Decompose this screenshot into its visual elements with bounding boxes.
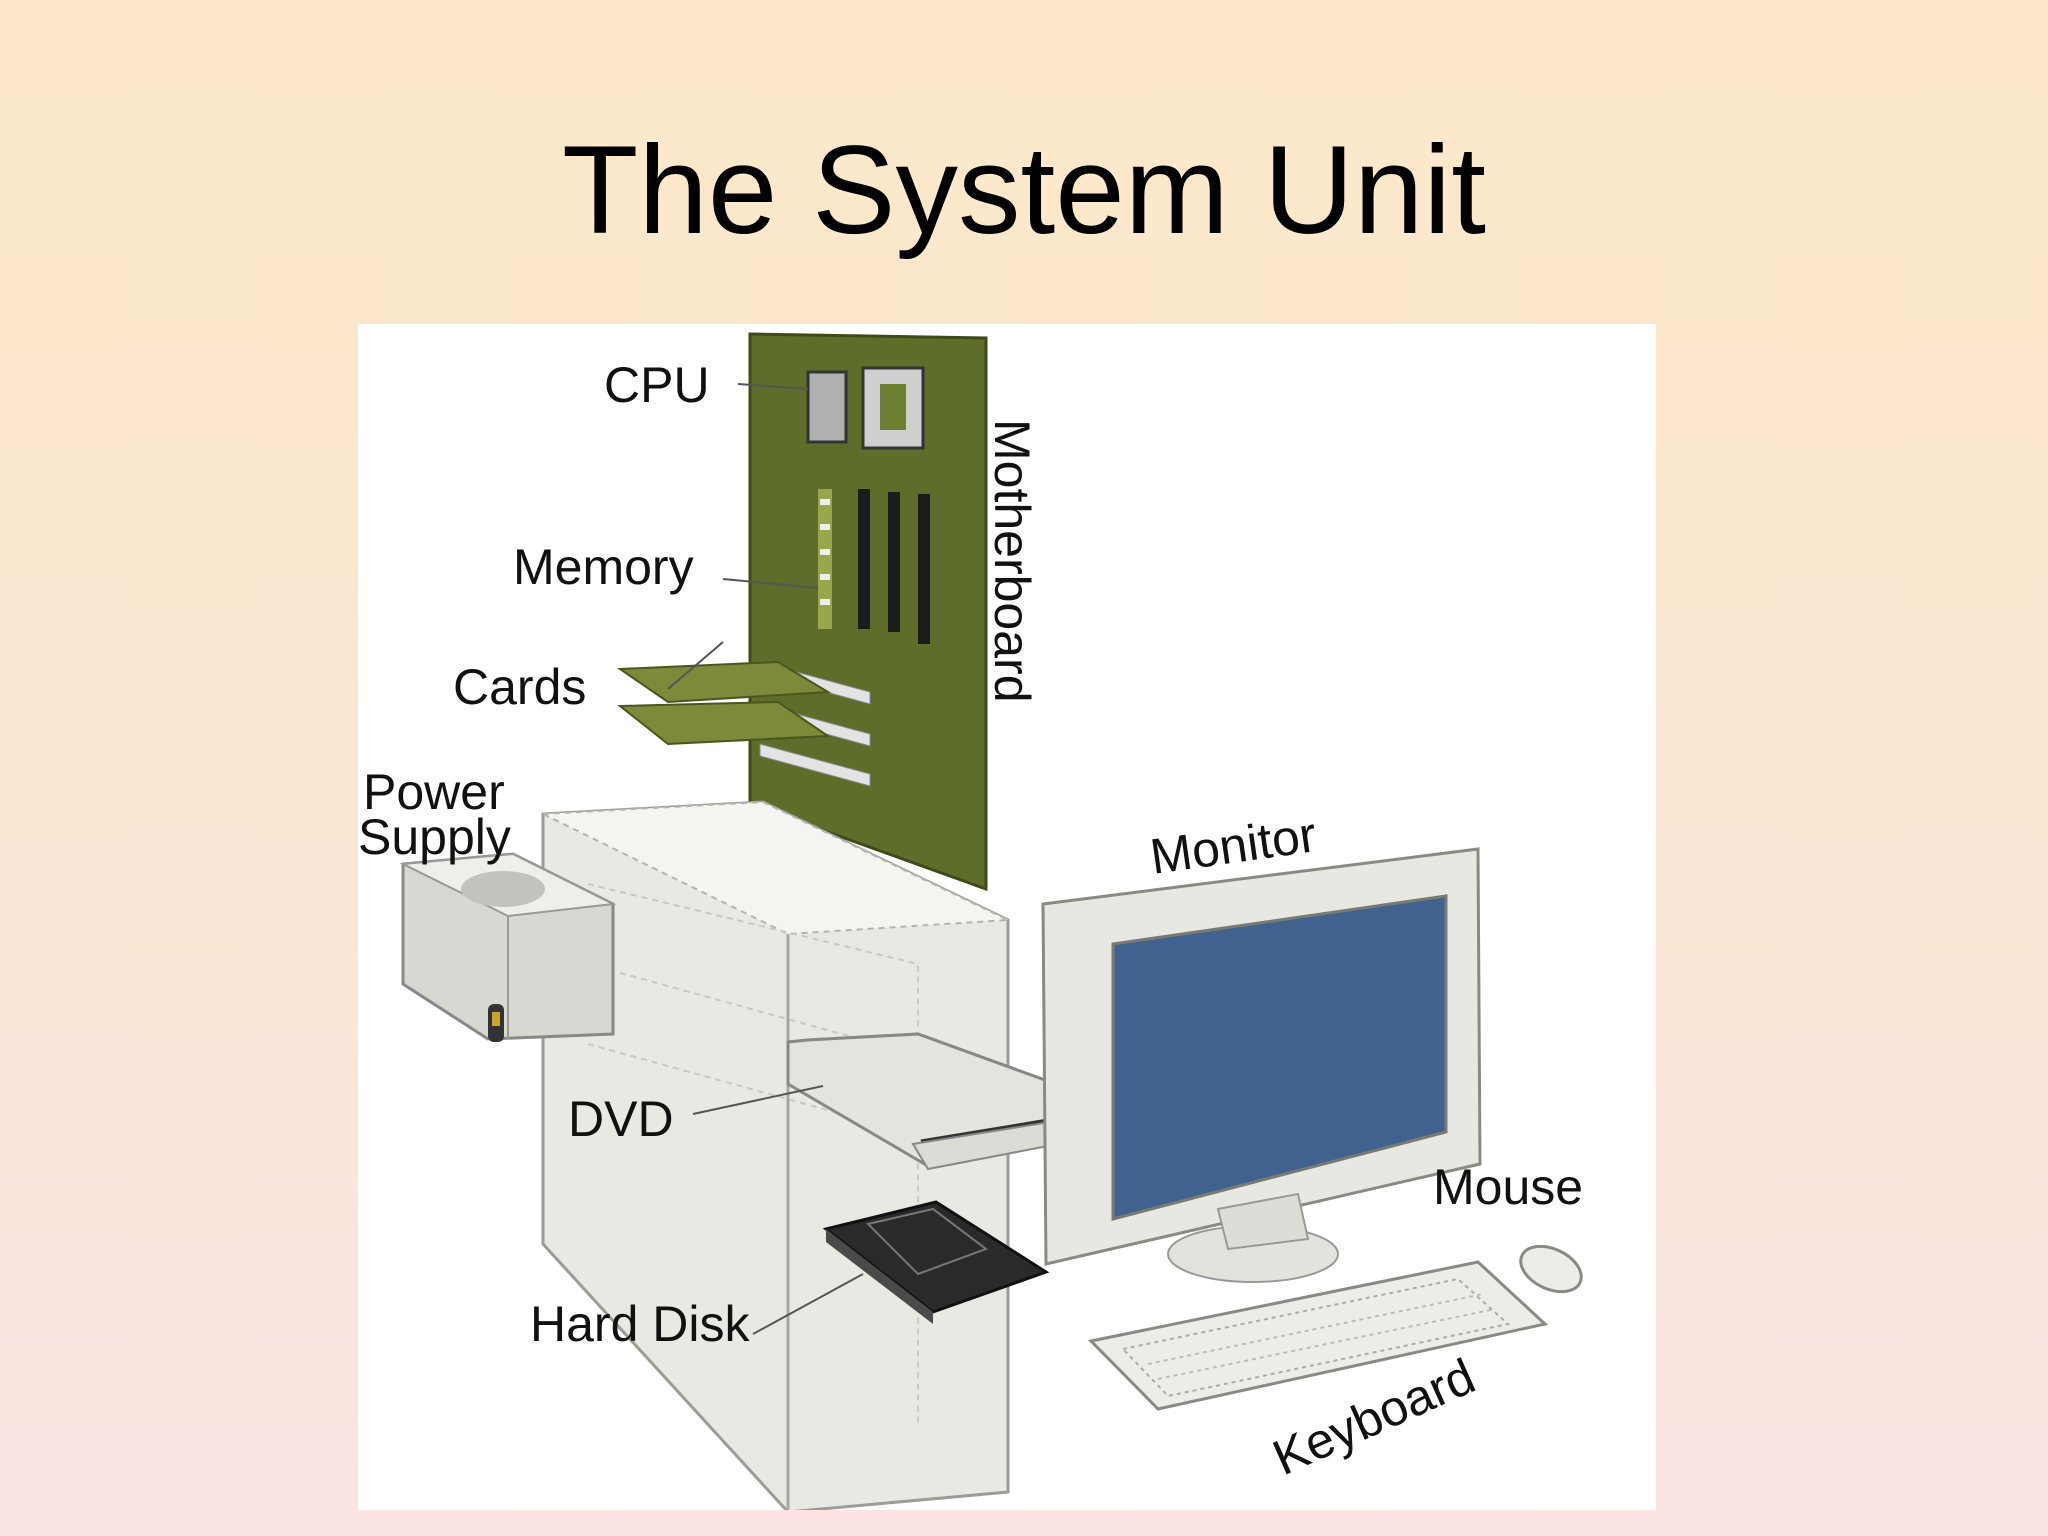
system-case [539, 800, 1012, 1510]
monitor [1041, 847, 1482, 1283]
mouse [1519, 1244, 1583, 1294]
cpu-label: CPU [604, 357, 710, 413]
memory-label: Memory [513, 539, 694, 595]
expansion-cards [616, 660, 832, 746]
keyboard [1087, 1260, 1549, 1411]
cards-label: Cards [453, 659, 586, 715]
slide-title: The System Unit [562, 121, 1486, 260]
motherboard-label: Motherboard [984, 419, 1040, 703]
dvd-label: DVD [568, 1091, 674, 1147]
monitor-screen [1111, 894, 1448, 1221]
power-supply-label-line1: Power [363, 764, 505, 820]
system-unit-diagram: CPU Memory Cards Power Supply Motherboar… [358, 324, 1656, 1510]
cpu-chip [806, 370, 848, 444]
hard-disk [822, 1200, 1050, 1324]
power-supply-label-line2: Supply [358, 809, 511, 865]
memory-slots [818, 489, 930, 644]
mouse-label: Mouse [1433, 1159, 1583, 1215]
motherboard-board [748, 332, 988, 892]
power-supply [399, 852, 617, 1042]
hard-disk-label: Hard Disk [530, 1296, 750, 1352]
